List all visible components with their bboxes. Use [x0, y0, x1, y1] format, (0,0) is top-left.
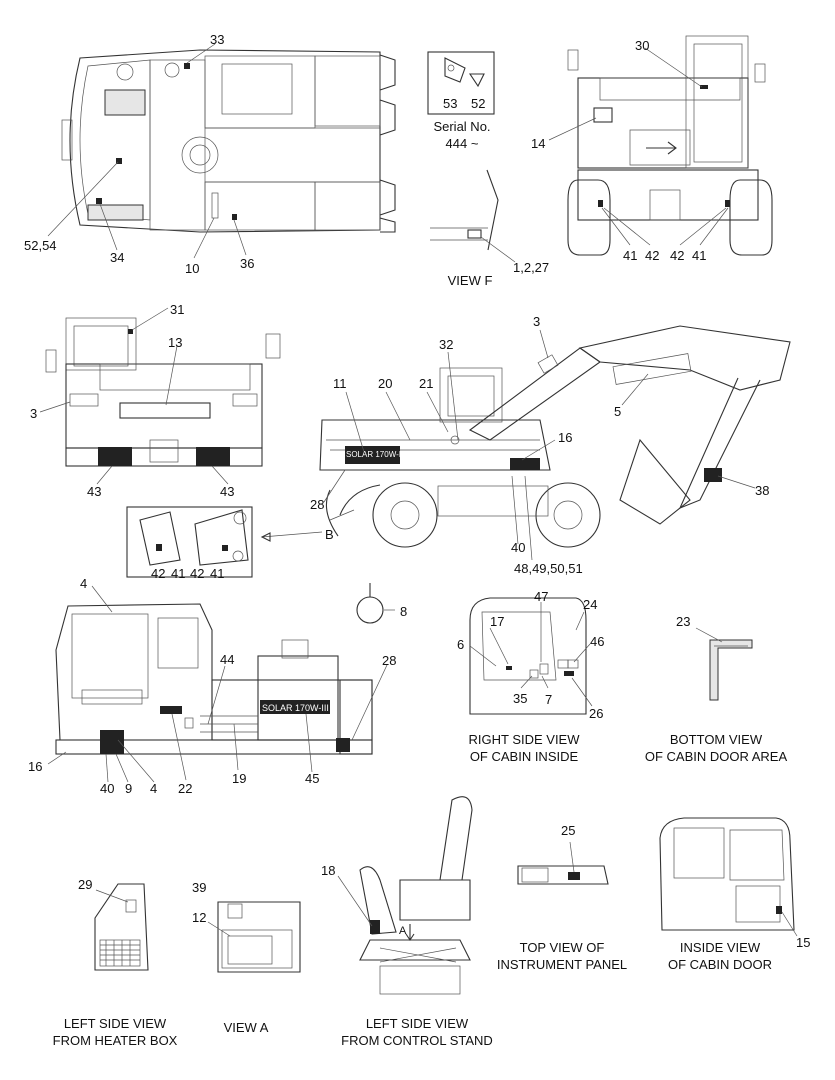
callout-40-b: 40: [100, 781, 115, 796]
callout-30: 30: [635, 38, 650, 53]
caption-left-heater-box: LEFT SIDE VIEW FROM HEATER BOX: [52, 1016, 178, 1048]
callout-17: 17: [490, 614, 505, 629]
callout-A: A: [399, 925, 407, 937]
view-f: [430, 169, 516, 263]
callout-20: 20: [378, 376, 393, 391]
upper-structure-left-view: [47, 585, 388, 783]
callout-24: 24: [583, 597, 598, 612]
callout-5: 5: [614, 404, 622, 419]
model-decal-left: SOLAR 170W-III: [262, 703, 329, 713]
callout-43-b: 43: [220, 484, 235, 499]
callout-16-b: 16: [28, 759, 43, 774]
callout-52-54: 52,54: [24, 238, 57, 253]
caption-inside-cabin-door: INSIDE VIEW OF CABIN DOOR: [667, 940, 772, 972]
cabin-door-bottom: [695, 627, 753, 701]
callout-31: 31: [170, 302, 185, 317]
callout-33: 33: [210, 32, 225, 47]
callout-3-b: 3: [533, 314, 541, 329]
serial-plate: [427, 51, 495, 115]
callout-19: 19: [232, 771, 247, 786]
callout-46: 46: [590, 634, 605, 649]
callout-41-c: 41: [171, 566, 186, 581]
callout-41-d: 41: [210, 566, 225, 581]
callout-16-a: 16: [558, 430, 573, 445]
caption-left-control-stand: LEFT SIDE VIEW FROM CONTROL STAND: [341, 1016, 493, 1048]
instrument-panel-top: [517, 841, 609, 885]
callout-34: 34: [110, 250, 125, 265]
side-view-machine: [319, 325, 791, 561]
callout-53: 53: [443, 96, 458, 111]
callout-38: 38: [755, 483, 770, 498]
callout-26: 26: [589, 706, 604, 721]
callout-47: 47: [534, 589, 549, 604]
callout-41-b: 41: [692, 248, 707, 263]
callout-4-b: 4: [150, 781, 158, 796]
caption-right-side-cabin: RIGHT SIDE VIEW OF CABIN INSIDE: [468, 732, 580, 764]
callout-45: 45: [305, 771, 320, 786]
callout-12: 12: [192, 910, 207, 925]
callout-35: 35: [513, 691, 528, 706]
ring-item: [356, 583, 395, 624]
callout-25: 25: [561, 823, 576, 838]
callout-40-a: 40: [511, 540, 526, 555]
callout-42-c: 42: [151, 566, 166, 581]
heater-box-left-view: [94, 883, 149, 971]
callout-7: 7: [545, 692, 553, 707]
caption-view-a: VIEW A: [223, 1020, 269, 1035]
callout-52: 52: [471, 96, 486, 111]
callout-39: 39: [192, 880, 207, 895]
callout-8: 8: [400, 604, 408, 619]
front-view-machine: [548, 35, 773, 256]
callout-42-d: 42: [190, 566, 205, 581]
view-a: [207, 901, 301, 973]
callout-29: 29: [78, 877, 93, 892]
callout-6: 6: [457, 637, 465, 652]
callout-B: B: [325, 527, 334, 542]
callout-9: 9: [125, 781, 133, 796]
callout-18: 18: [321, 863, 336, 878]
top-view-machine: [47, 43, 396, 259]
cabin-inside-right: [469, 597, 593, 715]
caption-bottom-cabin-door: BOTTOM VIEW OF CABIN DOOR AREA: [644, 732, 788, 764]
caption-top-instrument-panel: TOP VIEW OF INSTRUMENT PANEL: [496, 940, 628, 972]
caption-serial-number: Serial No. 444 ~: [433, 119, 491, 151]
detail-b: [126, 506, 323, 578]
callout-3-a: 3: [30, 406, 38, 421]
callout-48-49-50-51: 48,49,50,51: [514, 561, 583, 576]
callout-28-b: 28: [382, 653, 397, 668]
callout-15: 15: [796, 935, 811, 950]
callout-4-a: 4: [80, 576, 88, 591]
rear-view-machine: [39, 307, 281, 485]
callout-43-a: 43: [87, 484, 102, 499]
callout-14: 14: [531, 136, 546, 151]
callout-42-b: 42: [670, 248, 685, 263]
control-stand-seat: [337, 796, 473, 995]
callout-23: 23: [676, 614, 691, 629]
callout-10: 10: [185, 261, 200, 276]
callout-32: 32: [439, 337, 454, 352]
callout-44: 44: [220, 652, 235, 667]
callout-1-2-27: 1,2,27: [513, 260, 550, 275]
caption-view-f: VIEW F: [447, 273, 493, 288]
model-decal-side: SOLAR 170W-III: [346, 450, 406, 459]
callout-13: 13: [168, 335, 183, 350]
callout-42-a: 42: [645, 248, 660, 263]
callout-21: 21: [419, 376, 434, 391]
callout-41-a: 41: [623, 248, 638, 263]
callout-28-a: 28: [310, 497, 325, 512]
callout-22: 22: [178, 781, 193, 796]
callout-11: 11: [333, 376, 347, 391]
cabin-door-inside: [659, 817, 798, 937]
callout-36: 36: [240, 256, 255, 271]
